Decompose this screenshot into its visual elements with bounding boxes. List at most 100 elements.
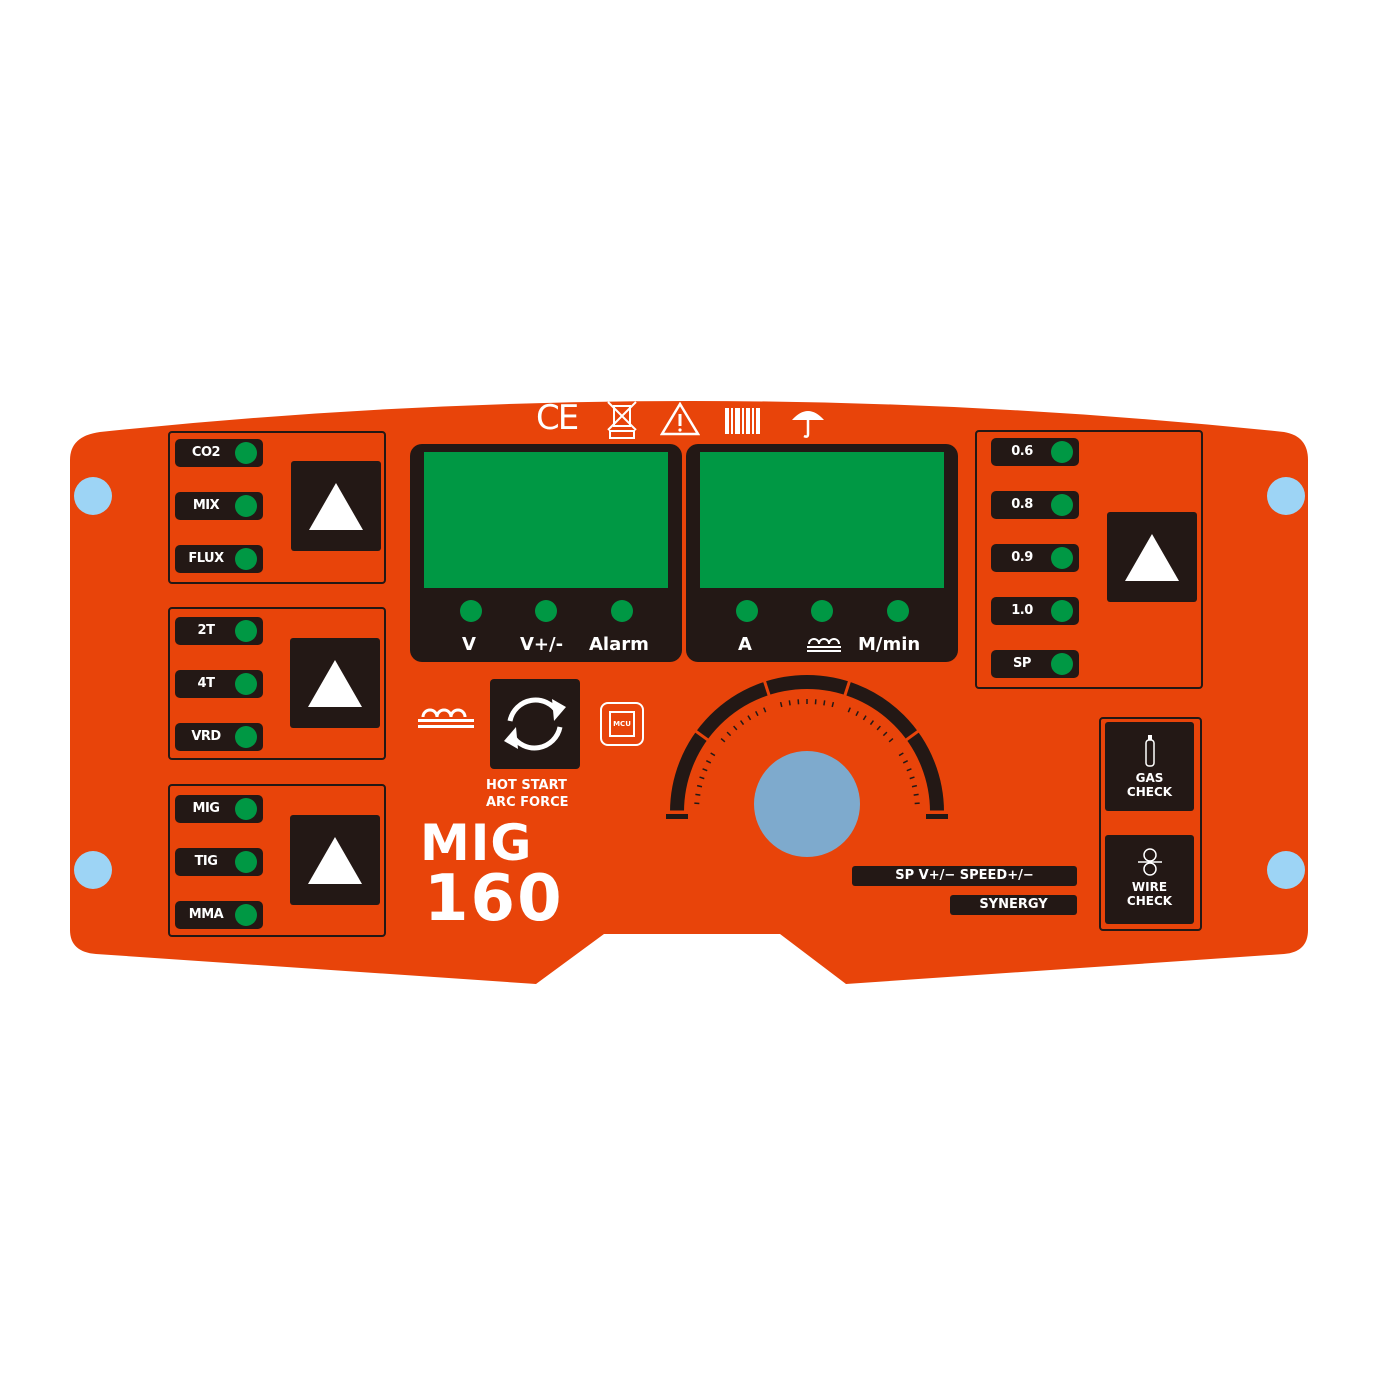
model-number: 160 [424,862,564,936]
indicator-led [1051,653,1073,675]
dial-tick [702,768,708,772]
dial-tick [869,720,875,726]
gas-check-text: CHECK [1126,785,1173,799]
dial-tick [739,720,745,726]
indicator-led [887,600,909,622]
led-label: 1.0 [1011,603,1033,618]
led-label: SP [1013,656,1031,671]
dial-tick [911,784,918,788]
dial-tick [902,760,909,764]
indicator-led [235,495,257,517]
trigger-select-group: 2T 4T VRD [168,607,386,760]
dial-tick [862,715,867,721]
mount-hole [1267,851,1305,889]
led-label: MMA [188,907,224,922]
model-name: MIG [420,814,533,872]
hot-start-text: HOT START [486,778,567,793]
lcd-screen [424,452,668,588]
label-m-min: M/min [858,634,921,655]
dial-tick [779,701,783,708]
led-vrd: VRD [175,723,263,751]
indicator-led [235,851,257,873]
indicator-led [1051,547,1073,569]
mount-hole [74,477,112,515]
gas-select-button[interactable] [291,461,381,551]
gas-select-group: CO2 MIX FLUX [168,431,386,584]
mount-hole [74,851,112,889]
led-label: FLUX [188,551,224,566]
indicator-led [235,726,257,748]
dial-tick [705,760,712,764]
indicator-led [535,600,557,622]
ce-mark-icon: CE [536,398,579,438]
control-knob[interactable] [754,751,860,857]
mcu-text: MCU [609,711,635,737]
weee-bin-icon [607,401,637,439]
triangle-up-icon [309,483,363,530]
wire-check-text: CHECK [1126,894,1173,908]
dial-tick [693,729,711,743]
label-v-adjust: V+/- [520,634,564,655]
dial-tick [710,752,716,757]
led-label: MIG [192,801,220,816]
dial-tick [762,679,772,699]
dial-tick [831,701,835,708]
triangle-up-icon [1125,534,1179,581]
mount-hole [1267,477,1305,515]
wire-size-group: 0.6 0.8 0.9 1.0 SP [975,430,1203,689]
led-label: 4T [197,676,215,691]
synergy-label: SYNERGY [950,895,1077,915]
indicator-led [235,673,257,695]
dial-tick [695,793,701,796]
led-0-8: 0.8 [991,491,1079,519]
led-co2: CO2 [175,439,263,467]
triangle-up-icon [308,837,362,884]
umbrella-icon [792,411,824,438]
label-a: A [738,634,752,655]
led-label: 0.9 [1011,550,1033,565]
arc-force-text: ARC FORCE [486,795,569,810]
dial-tick [913,793,919,796]
led-0-9: 0.9 [991,544,1079,572]
dial-end-mark [666,814,688,819]
led-label: 2T [197,623,215,638]
trigger-select-button[interactable] [290,638,380,728]
dial-tick [755,710,759,717]
dial-tick [847,707,851,713]
led-mix: MIX [175,492,263,520]
indicator-led [235,442,257,464]
manual-icon [725,408,760,434]
led-label: CO2 [191,445,221,460]
triangle-up-icon [308,660,362,707]
gas-cylinder-icon [1144,735,1155,767]
inductance-icon [807,638,841,652]
process-select-button[interactable] [290,815,380,905]
led-2t: 2T [175,617,263,645]
indicator-led [736,600,758,622]
dial-tick [888,738,894,743]
dial-tick [906,768,912,772]
current-display: A M/min [686,444,958,662]
hot-start-button[interactable] [490,679,580,769]
dial-tick [909,776,915,780]
led-mma: MMA [175,901,263,929]
indicator-led [611,600,633,622]
voltage-display: V V+/- Alarm [410,444,682,662]
dial-tick [842,679,852,699]
dial-tick [747,715,752,721]
led-label: VRD [191,729,221,744]
led-sp: SP [991,650,1079,678]
wire-feed-icon [1137,848,1162,876]
indicator-led [235,798,257,820]
wire-check-text: WIRE [1131,880,1168,894]
dial-tick [726,731,732,737]
dial-arc [670,675,944,813]
sp-speed-label: SP V+/− SPEED+/− [852,866,1077,886]
wire-size-button[interactable] [1107,512,1197,602]
led-flux: FLUX [175,545,263,573]
mcu-icon: MCU [600,702,644,746]
inductance-icon [418,708,474,728]
indicator-led [235,904,257,926]
